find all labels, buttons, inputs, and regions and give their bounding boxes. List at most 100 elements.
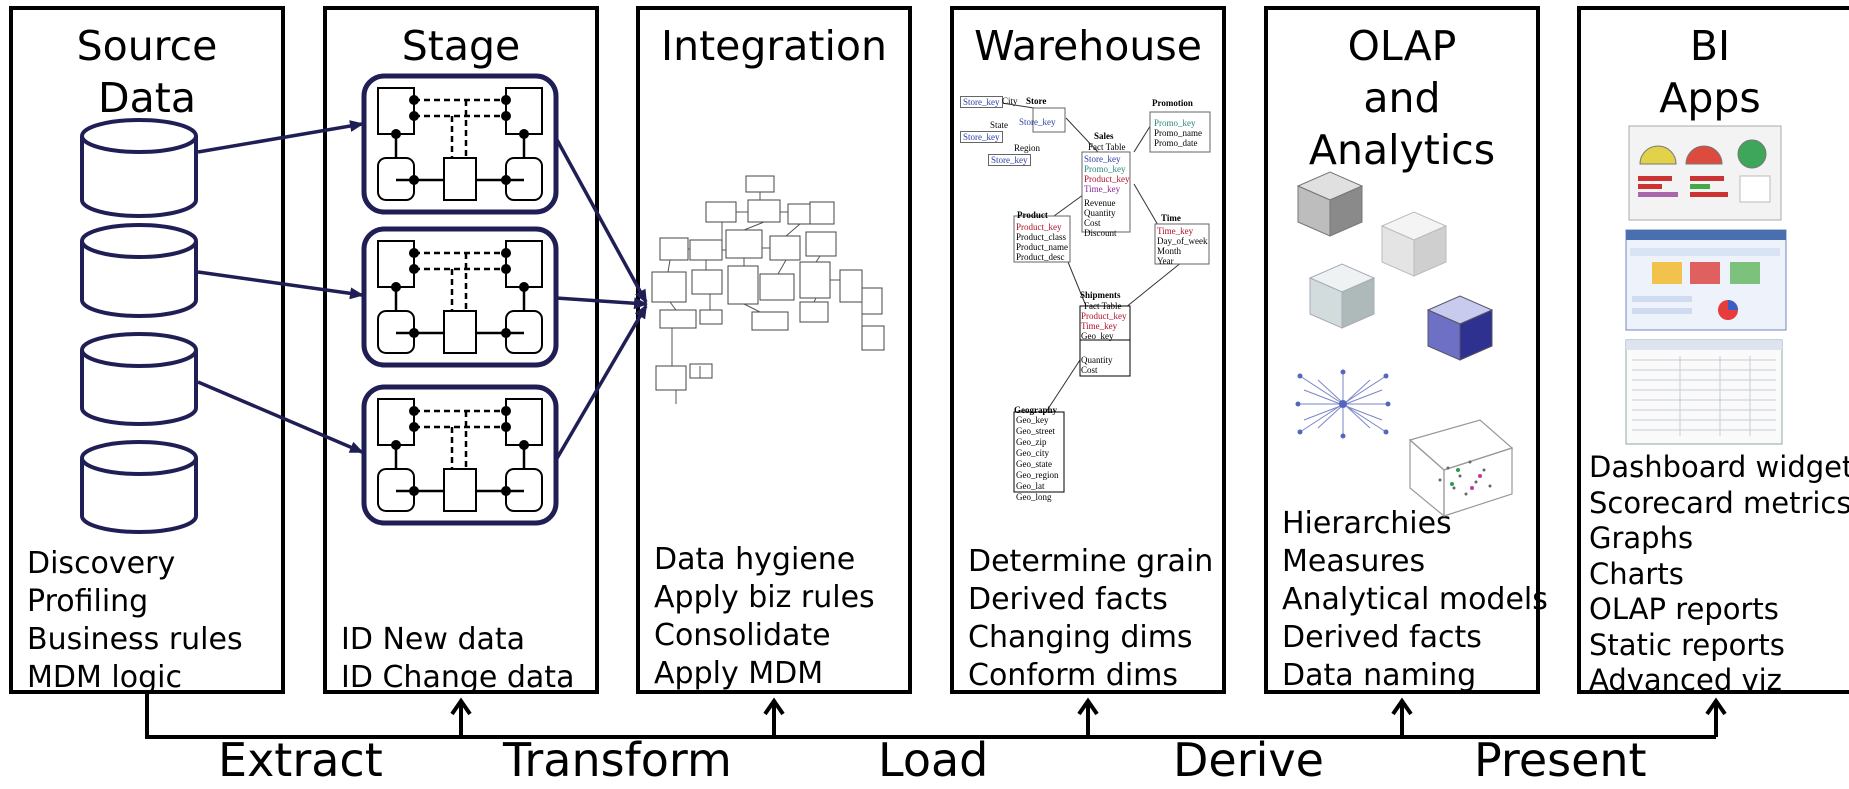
month-field: Month <box>1157 246 1182 256</box>
store-key-label: Store_key <box>960 96 1003 108</box>
shipments-keys: Product_key Time_key Geo_key <box>1081 311 1127 341</box>
list-item: Advanced viz <box>1589 663 1782 697</box>
sales-quantity: Quantity <box>1084 208 1116 218</box>
state-label: State <box>990 120 1008 130</box>
sales-revenue: Revenue <box>1084 198 1116 208</box>
panel-title: OLAP and Analytics <box>1308 22 1496 174</box>
3d-scatter-plot-icon <box>1408 419 1514 518</box>
bi-apps-task-list: Dashboard widgets Scorecard metrics Grap… <box>1589 450 1849 699</box>
shipments-quantity: Quantity <box>1081 355 1113 365</box>
dimension-geography-box <box>1013 411 1065 493</box>
stage-task-list: ID New data ID Change data <box>341 621 593 697</box>
list-item: Scorecard metrics <box>1589 485 1849 520</box>
star-schema: Store_key City Store State Store_key Sto… <box>950 0 1226 520</box>
shipments-product-key: Product_key <box>1081 311 1127 321</box>
staging-workflow-icon <box>361 73 559 215</box>
network-graph-nodes <box>1295 369 1391 439</box>
3d-scatter-points <box>1438 460 1492 496</box>
geo-field: Geo_long <box>1016 492 1052 502</box>
promotion-fields: Promo_key Promo_name Promo_date <box>1154 118 1202 148</box>
report-table-screenshot <box>1625 339 1783 445</box>
panel-title: Warehouse <box>974 22 1202 70</box>
list-item: Changing dims <box>968 620 1193 655</box>
list-item: ID Change data <box>341 660 575 695</box>
dimension-product-box <box>1013 215 1071 263</box>
olap-cube-icon <box>1426 295 1494 361</box>
dimension-store-box <box>1032 107 1066 133</box>
sales-title: Sales <box>1094 131 1114 141</box>
product-key-field: Product_key <box>1016 222 1062 232</box>
shipments-cost: Cost <box>1081 365 1098 375</box>
sales-discount: Discount <box>1084 228 1117 238</box>
geo-field: Geo_zip <box>1016 437 1047 447</box>
time-fields: Time_key Day_of_week Month Year <box>1157 226 1207 266</box>
panel-title: BI Apps <box>1659 22 1761 122</box>
source-data-task-list: Discovery Profiling Business rules MDM l… <box>27 545 279 697</box>
star-schema-links <box>994 101 1183 413</box>
panel-title: Source Data <box>76 22 218 122</box>
timeline-arrows <box>450 697 1727 737</box>
city-label: City <box>1002 96 1018 106</box>
geo-field: Geo_region <box>1016 470 1059 480</box>
flow-arrows-source <box>197 120 364 454</box>
panel-olap-analytics: OLAP and Analytics Hierarchies Measures … <box>1264 6 1548 694</box>
promo-key-field: Promo_key <box>1154 118 1196 128</box>
store-title: Store <box>1026 96 1047 106</box>
list-item: Apply MDM <box>654 656 824 691</box>
promotion-title: Promotion <box>1152 98 1193 108</box>
list-item: Profiling <box>27 584 149 619</box>
list-item: Charts <box>1589 556 1684 591</box>
3d-scatter-highlights <box>1450 468 1482 490</box>
promo-date-field: Promo_date <box>1154 138 1198 148</box>
list-item: Hierarchies <box>1282 506 1452 541</box>
olap-cube-icon <box>1308 263 1376 329</box>
phase-present: Present <box>1474 733 1647 787</box>
sales-subtitle: Fact Table <box>1088 142 1126 152</box>
panel-title: Stage <box>401 22 521 70</box>
shipments-subtitle: Fact Table <box>1084 301 1122 311</box>
integration-task-list: Data hygiene Apply biz rules Consolidate… <box>654 541 906 693</box>
olap-cube-icon <box>1380 211 1448 277</box>
time-title: Time <box>1161 213 1181 223</box>
store-key-label: Store_key <box>960 131 1003 143</box>
phase-extract: Extract <box>218 733 383 787</box>
list-item: Conform dims <box>968 658 1179 693</box>
flow-arrows-stage <box>554 137 648 461</box>
sales-product-key: Product_key <box>1084 174 1130 184</box>
list-item: ID New data <box>341 622 526 657</box>
list-item: Static reports <box>1589 627 1785 662</box>
geography-title: Geography <box>1014 405 1058 415</box>
sales-cost: Cost <box>1084 218 1101 228</box>
list-item: MDM logic <box>27 660 182 695</box>
phase-transform: Transform <box>503 733 732 787</box>
database-cylinder-icon <box>80 440 198 534</box>
database-cylinder-icon <box>80 332 198 426</box>
shipments-time-key: Time_key <box>1081 321 1118 331</box>
geo-field: Geo_city <box>1016 448 1049 458</box>
fact-shipments-box <box>1079 305 1131 377</box>
list-item: Discovery <box>27 546 176 581</box>
product-class-field: Product_class <box>1016 232 1066 242</box>
year-field: Year <box>1157 256 1174 266</box>
list-item: Derived facts <box>1282 620 1482 655</box>
list-item: Business rules <box>27 622 243 657</box>
integration-er-links <box>667 192 863 404</box>
geo-field: Geo_state <box>1016 459 1052 469</box>
phase-derive: Derive <box>1173 733 1324 787</box>
store-key-label: Store_key <box>1019 117 1056 127</box>
sales-promo-key: Promo_key <box>1084 164 1126 174</box>
list-item: OLAP reports <box>1589 592 1779 626</box>
list-item: Determine grain <box>968 544 1214 579</box>
warehouse-task-list: Determine grain Derived facts Changing d… <box>968 543 1220 695</box>
geo-field: Geo_key <box>1016 415 1049 425</box>
sales-store-key: Store_key <box>1084 154 1121 164</box>
fact-sales-box <box>1081 151 1131 233</box>
integration-er-diagram <box>651 175 885 391</box>
product-title: Product <box>1017 210 1048 220</box>
list-item: Derived facts <box>968 582 1168 617</box>
dashboard-screenshot <box>1628 125 1782 221</box>
list-item: Analytical models <box>1282 582 1548 617</box>
database-cylinder-icon <box>80 118 198 218</box>
list-item: Dashboard widgets <box>1589 450 1849 484</box>
